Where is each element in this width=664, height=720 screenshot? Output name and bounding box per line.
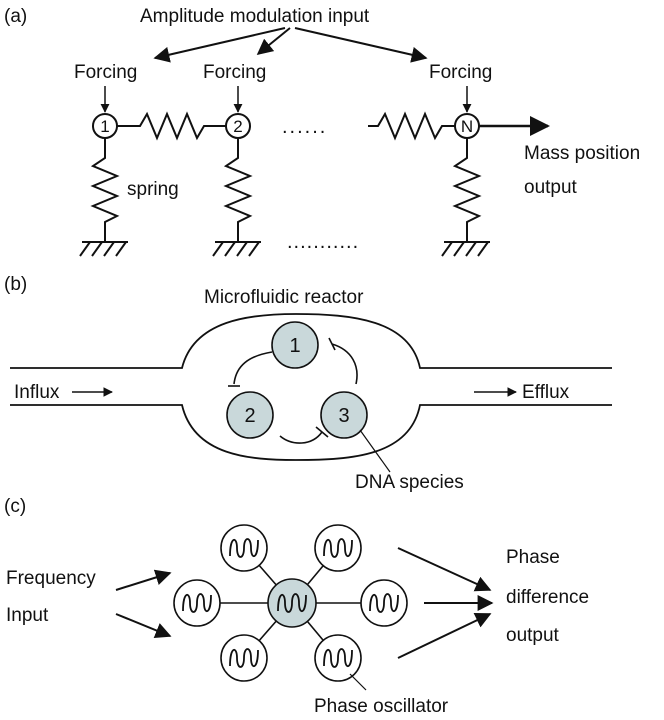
panel-c: (c) Frequency Input: [4, 496, 589, 717]
mass-position-label: Mass position: [524, 143, 640, 164]
input-arrows: [115, 569, 172, 638]
frequency-label: Frequency: [6, 568, 96, 589]
efflux-label: Efflux: [522, 382, 570, 403]
phase-oscillator-label: Phase oscillator: [314, 696, 449, 717]
output-label: output: [524, 177, 578, 198]
panel-c-label: (c): [4, 496, 26, 517]
species-pointer: [359, 429, 391, 473]
chain-ellipsis: ......: [282, 116, 327, 138]
output-label-c: output: [506, 625, 560, 646]
spring-label: spring: [127, 179, 179, 200]
horizontal-springs: [117, 111, 455, 141]
difference-label: difference: [506, 587, 589, 608]
phase-label: Phase: [506, 547, 560, 568]
influx-label: Influx: [14, 382, 60, 403]
output-arrows: [397, 547, 494, 659]
panel-a-label: (a): [4, 6, 27, 27]
modulation-arrows: [153, 27, 428, 63]
forcing-label-3: Forcing: [429, 62, 492, 83]
mass-node-1: 1: [92, 113, 118, 139]
reactor-title: Microfluidic reactor: [204, 287, 364, 308]
ground-symbols: [79, 241, 490, 257]
reactor-outline: [10, 313, 612, 461]
dna-species-label: DNA species: [355, 472, 464, 493]
species-node-1: 1: [271, 321, 319, 369]
panel-b: (b) Microfluidic reactor Influx Efflux 1…: [4, 274, 612, 493]
forcing-label-2: Forcing: [203, 62, 266, 83]
svg-text:1: 1: [100, 117, 109, 136]
mass-node-n: N: [454, 113, 480, 139]
species-node-2: 2: [226, 391, 274, 439]
forcing-label-1: Forcing: [74, 62, 137, 83]
svg-text:1: 1: [289, 335, 300, 357]
oscillator-top-left: [220, 524, 268, 572]
oscillator-center: [267, 578, 317, 628]
panel-b-label: (b): [4, 274, 27, 295]
species-node-3: 3: [320, 391, 368, 439]
mass-node-2: 2: [225, 113, 251, 139]
vertical-springs: [90, 138, 482, 242]
oscillator-bottom-right: [314, 634, 362, 682]
input-label: Input: [6, 605, 49, 626]
forcing-arrows: [100, 86, 472, 113]
oscillator-left: [173, 579, 221, 627]
ground-ellipsis: ...........: [287, 231, 359, 253]
oscillator-group: [173, 524, 408, 682]
svg-text:2: 2: [244, 405, 255, 427]
svg-text:3: 3: [338, 405, 349, 427]
oscillator-right: [360, 579, 408, 627]
svg-text:2: 2: [233, 117, 242, 136]
svg-text:N: N: [461, 117, 473, 136]
oscillator-bottom-left: [220, 634, 268, 682]
inhibition-links: [228, 337, 358, 444]
amplitude-modulation-title: Amplitude modulation input: [140, 6, 370, 27]
panel-a: (a) Amplitude modulation input Forcing F…: [4, 6, 640, 257]
oscillator-pointer: [349, 673, 367, 691]
oscillator-top-right: [314, 524, 362, 572]
